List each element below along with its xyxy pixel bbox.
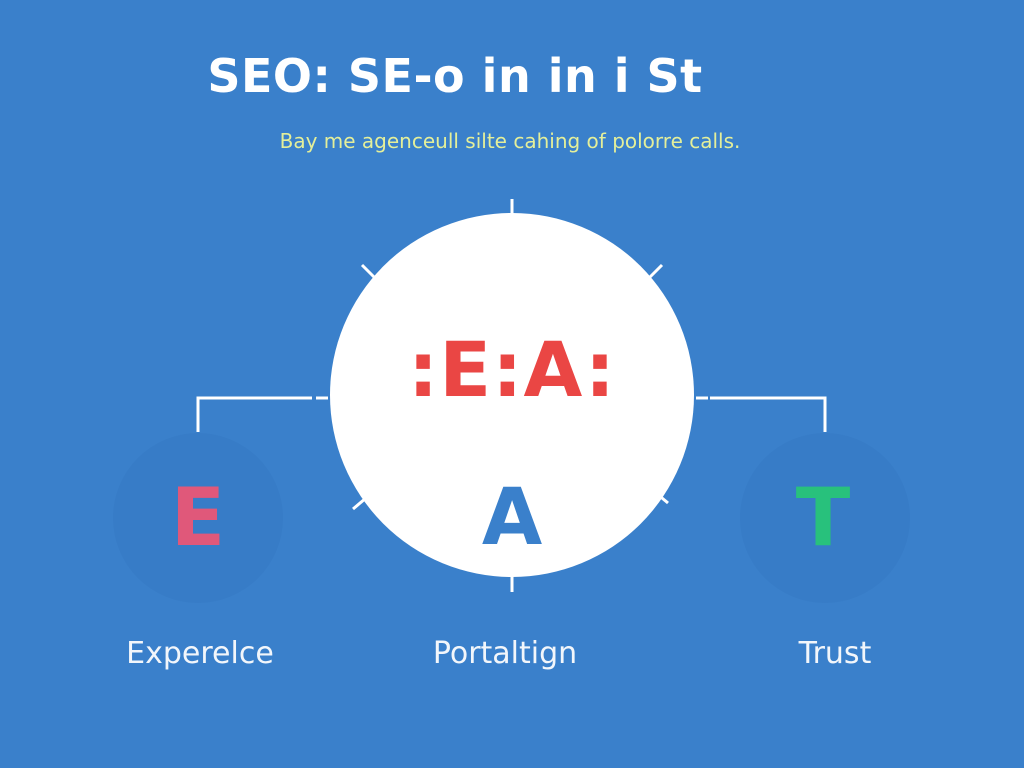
tick-nw	[360, 263, 377, 280]
connector-left	[196, 396, 328, 432]
trust-letter: T	[795, 471, 851, 564]
center-circle	[330, 213, 694, 577]
label-trust: Trust	[798, 636, 872, 671]
trust-node-circle	[740, 433, 910, 603]
tick-sw	[352, 496, 367, 511]
center-authority-letter: A	[481, 473, 543, 563]
diagram-subtitle: Bay me agenceull silte cahing of polorre…	[279, 129, 741, 153]
center-eat-letters: :E:A:	[407, 325, 617, 414]
tick-se	[655, 491, 669, 505]
experience-node-circle	[113, 433, 283, 603]
tick-ne	[647, 263, 664, 280]
label-authority: Portaltign	[432, 636, 578, 671]
circle-ticks	[352, 199, 669, 592]
experience-letter: E	[170, 471, 226, 564]
connector-right	[696, 396, 827, 432]
label-experience: Experelce	[126, 636, 274, 671]
diagram-title: SEO: SE-o in in i St	[207, 49, 703, 103]
